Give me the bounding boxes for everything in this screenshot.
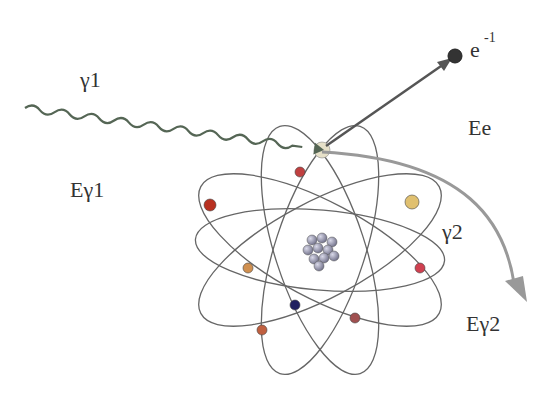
electrons xyxy=(204,142,425,335)
charge-superscript: -1 xyxy=(482,30,498,45)
electron-label: e xyxy=(468,38,482,62)
photon-label: γ1 xyxy=(78,68,103,92)
scattered-photon-track xyxy=(322,152,527,302)
scattered-electron-track xyxy=(326,49,462,146)
orbits xyxy=(178,112,461,387)
incident-photon-wave xyxy=(24,102,325,156)
energy-label: Eγ2 xyxy=(464,312,502,336)
energy-label: Eγ1 xyxy=(68,178,106,202)
energy-label: Ee xyxy=(466,116,493,140)
photon-label: γ2 xyxy=(440,220,465,244)
nucleus xyxy=(303,233,339,271)
